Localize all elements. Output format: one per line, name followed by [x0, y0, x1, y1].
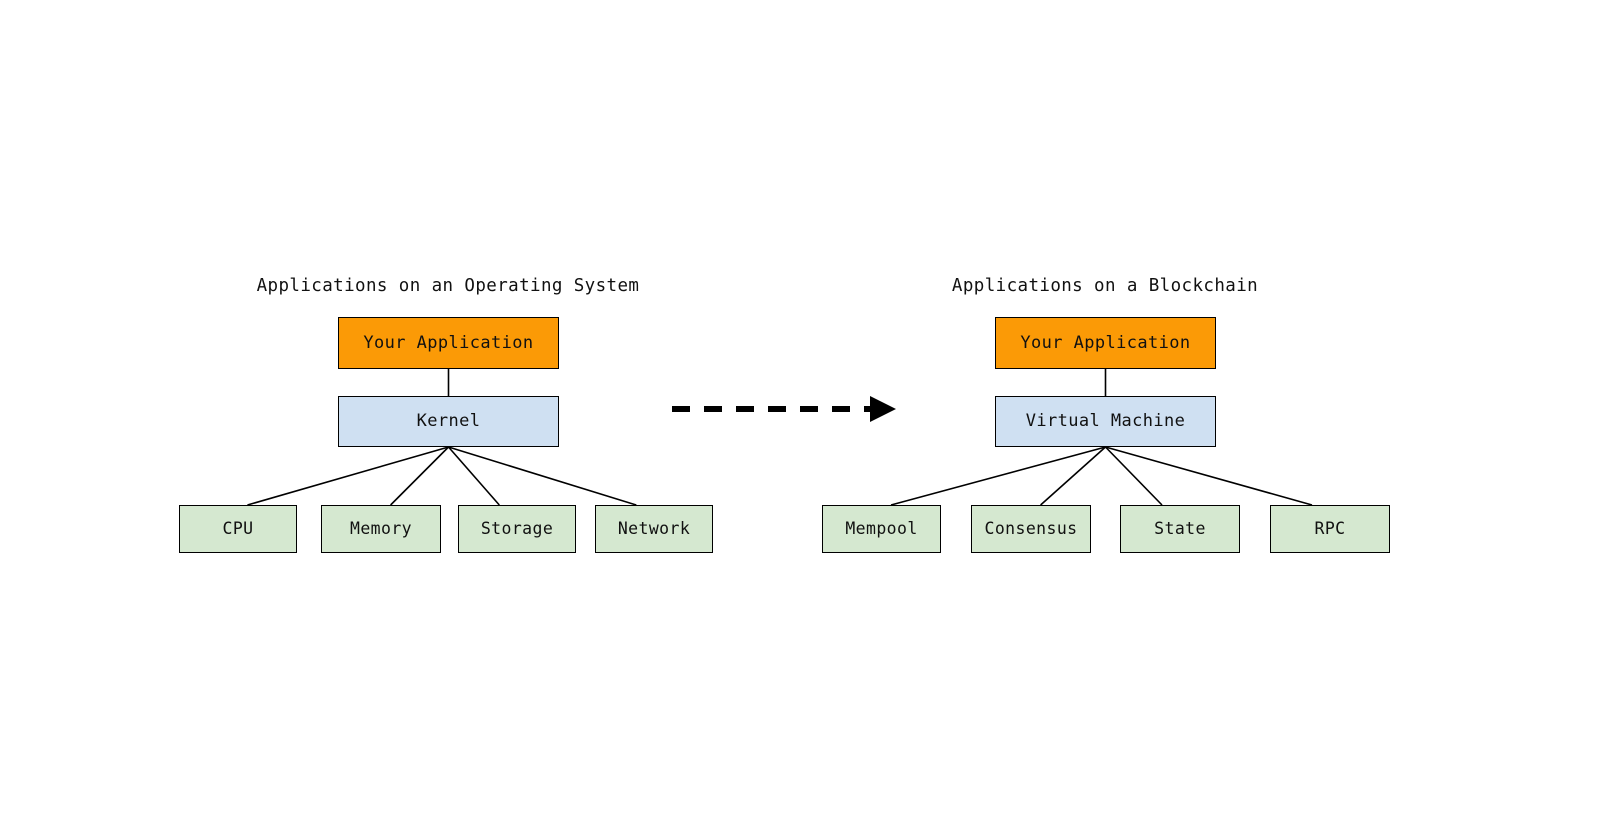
os-your-application-box[interactable]: Your Application: [338, 317, 559, 369]
os-leaf-memory[interactable]: Memory: [321, 505, 441, 553]
bc-leaf-mempool[interactable]: Mempool: [822, 505, 941, 553]
bc-your-application-box[interactable]: Your Application: [995, 317, 1216, 369]
os-leaf-cpu[interactable]: CPU: [179, 505, 297, 553]
blockchain-edge-core-to-leaf-3: [1105, 446, 1313, 506]
os-leaf-storage[interactable]: Storage: [458, 505, 576, 553]
bc-leaf-consensus[interactable]: Consensus: [971, 505, 1091, 553]
operating-system-edge-core-to-leaf-3: [448, 446, 637, 506]
os-leaf-network[interactable]: Network: [595, 505, 713, 553]
blockchain-edge-core-to-leaf-2: [1104, 446, 1163, 506]
bc-virtual-machine-box[interactable]: Virtual Machine: [995, 396, 1216, 447]
transition-arrow-head-icon: [870, 396, 896, 422]
operating-system-edge-core-to-leaf-2: [447, 446, 500, 506]
bc-leaf-state[interactable]: State: [1120, 505, 1240, 553]
operating-system-edge-core-to-leaf-0: [247, 446, 449, 506]
group-title-blockchain: Applications on a Blockchain: [951, 276, 1259, 296]
bc-leaf-rpc[interactable]: RPC: [1270, 505, 1390, 553]
os-kernel-box[interactable]: Kernel: [338, 396, 559, 447]
blockchain-edge-core-to-leaf-0: [890, 446, 1106, 506]
operating-system-edge-core-to-leaf-1: [390, 446, 450, 506]
blockchain-edge-core-to-leaf-1: [1040, 446, 1107, 506]
group-title-operating-system: Applications on an Operating System: [256, 276, 640, 296]
